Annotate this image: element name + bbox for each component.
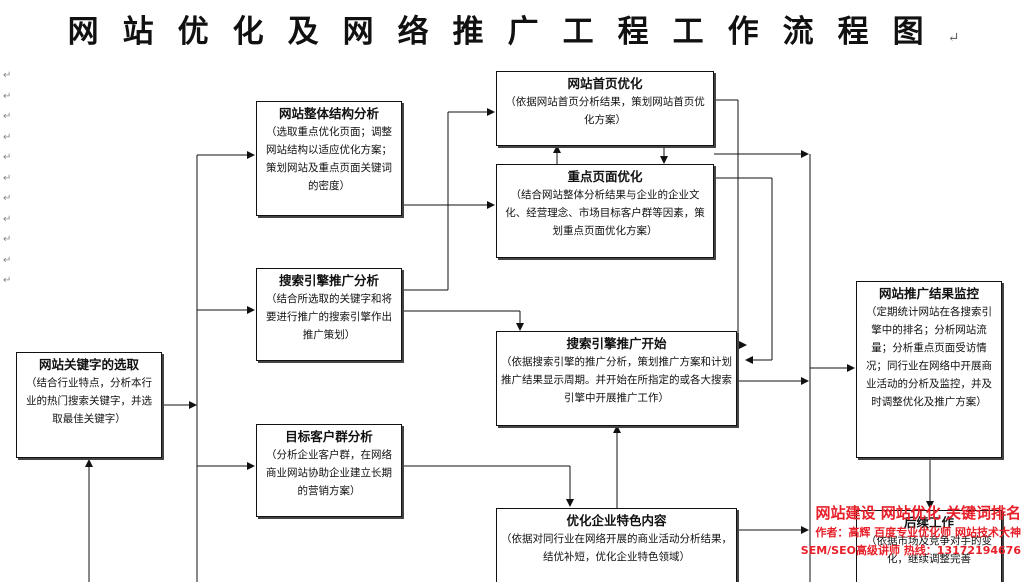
paragraph-mark-icon: ↵ (3, 254, 12, 266)
watermark-line: 作者：高辉 百度专业优化师 网站技术大神 (815, 526, 1021, 539)
box-key-pages-optimization: 重点页面优化 （结合网站整体分析结果与企业的企业文化、经营理念、市场目标客户群等… (496, 164, 714, 258)
box-description: （依据搜索引擎的推广分析，策划推广方案和计划推广结果显示周期。并开始在所指定的或… (501, 356, 732, 404)
box-description: （选取重点优化页面；调整网站结构以适应优化方案；策划网站及重点页面关键词的密度） (266, 126, 392, 192)
box-title: 重点页面优化 (567, 169, 643, 184)
page-title: 网站优化及网络推广工程工作流程图↵ (67, 14, 960, 50)
box-title: 网站推广结果监控 (878, 286, 979, 301)
box-description: （依据市场及竞争对手的变化，继续调整完善 (866, 535, 992, 565)
box-description: （结合网站整体分析结果与企业的企业文化、经营理念、市场目标客户群等因素，策划重点… (505, 189, 705, 237)
watermark-line: 网站建设 网站优化 关键词排名 (815, 504, 1021, 522)
paragraph-mark-icon: ↵ (947, 30, 960, 46)
box-structure-analysis: 网站整体结构分析 （选取重点优化页面；调整网站结构以适应优化方案；策划网站及重点… (256, 101, 402, 216)
box-description: （定期统计网站在各搜索引擎中的排名；分析网站流量；分析重点页面受访情况；同行业在… (866, 306, 992, 408)
paragraph-mark-icon: ↵ (3, 152, 12, 163)
box-title: 搜索引擎推广开始 (566, 336, 667, 351)
box-follow-up-work: 后续工作 （依据市场及竞争对手的变化，继续调整完善 (856, 510, 1002, 582)
box-homepage-optimization: 网站首页优化 （依据网站首页分析结果，策划网站首页优化方案） (496, 71, 714, 146)
paragraph-mark-icon: ↵ (3, 111, 12, 122)
paragraph-mark-icon: ↵ (3, 90, 12, 102)
box-keyword-selection: 网站关键字的选取 （结合行业特点，分析本行业的热门搜索关键字，并选取最佳关键字） (16, 352, 162, 458)
box-title: 后续工作 (903, 515, 954, 530)
paragraph-mark-icon: ↵ (3, 213, 12, 225)
box-description: （依据对同行业在网络开展的商业活动分析结果，结优补短，优化企业特色领域） (501, 533, 732, 563)
box-title: 搜索引擎推广分析 (278, 273, 379, 288)
paragraph-mark-icon: ↵ (3, 193, 12, 204)
box-feature-content-optimization: 优化企业特色内容 （依据对同行业在网络开展的商业活动分析结果，结优补短，优化企业… (496, 508, 737, 582)
box-description: （结合行业特点，分析本行业的热门搜索关键字，并选取最佳关键字） (26, 377, 152, 425)
box-title: 优化企业特色内容 (566, 513, 667, 528)
box-description: （结合所选取的关键字和将要进行推广的搜索引擎作出推广策划） (266, 293, 392, 341)
box-promotion-monitoring: 网站推广结果监控 （定期统计网站在各搜索引擎中的排名；分析网站流量；分析重点页面… (856, 281, 1002, 458)
watermark-overlay: 网站建设 网站优化 关键词排名 作者：高辉 百度专业优化师 网站技术大神 SEM… (801, 502, 1021, 560)
watermark-line: SEM/SEO高级讲师 热线：13172194676 (800, 544, 1021, 557)
paragraph-marks-column: ↵ ↵ ↵ ↵ ↵ ↵ ↵ ↵ ↵ ↵ ↵ (3, 66, 11, 292)
box-customer-analysis: 目标客户群分析 （分析企业客户群，在网络商业网站协助企业建立长期的营销方案） (256, 424, 402, 517)
box-engine-promotion-start: 搜索引擎推广开始 （依据搜索引擎的推广分析，策划推广方案和计划推广结果显示周期。… (496, 331, 737, 426)
box-engine-analysis: 搜索引擎推广分析 （结合所选取的关键字和将要进行推广的搜索引擎作出推广策划） (256, 268, 402, 361)
box-description: （分析企业客户群，在网络商业网站协助企业建立长期的营销方案） (266, 449, 392, 497)
paragraph-mark-icon: ↵ (3, 131, 12, 143)
paragraph-mark-icon: ↵ (3, 70, 12, 81)
box-title: 网站整体结构分析 (278, 106, 379, 121)
paragraph-mark-icon: ↵ (3, 234, 12, 245)
box-title: 网站关键字的选取 (38, 357, 139, 372)
paragraph-mark-icon: ↵ (3, 275, 12, 286)
box-title: 网站首页优化 (567, 76, 643, 91)
box-title: 目标客户群分析 (285, 429, 373, 444)
paragraph-mark-icon: ↵ (3, 172, 12, 184)
box-description: （依据网站首页分析结果，策划网站首页优化方案） (505, 96, 705, 126)
